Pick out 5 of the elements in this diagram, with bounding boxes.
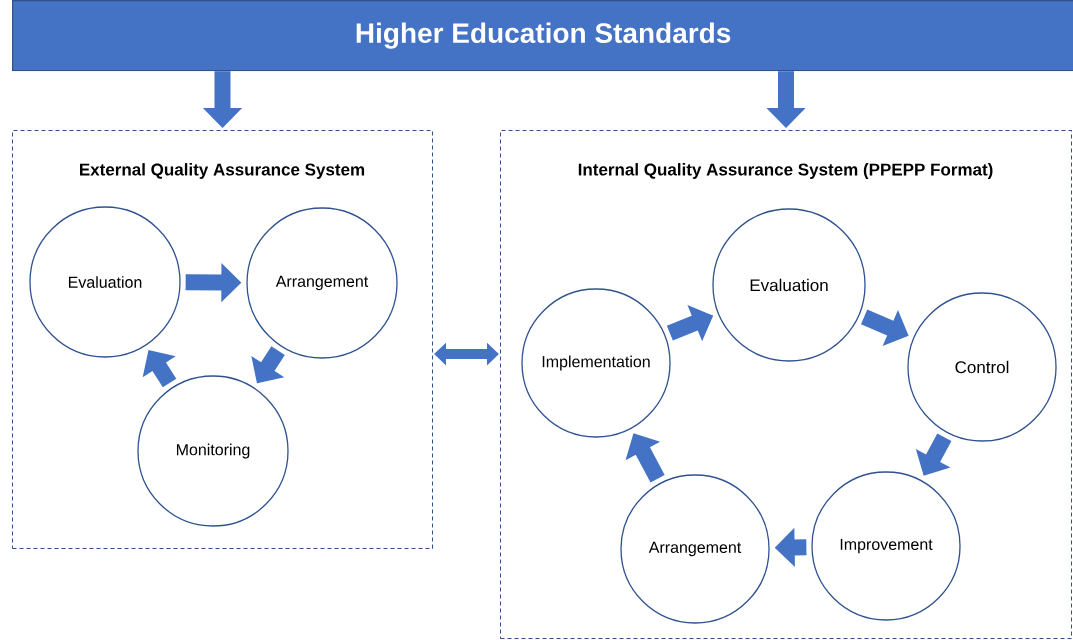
title-banner: Higher Education Standards [12, 0, 1073, 72]
panel-heading: External Quality Assurance System [80, 163, 365, 179]
panel-heading: Internal Quality Assurance System (PPEPP Format) [578, 163, 993, 179]
block-arrow [434, 342, 499, 366]
block-arrow [142, 350, 177, 388]
